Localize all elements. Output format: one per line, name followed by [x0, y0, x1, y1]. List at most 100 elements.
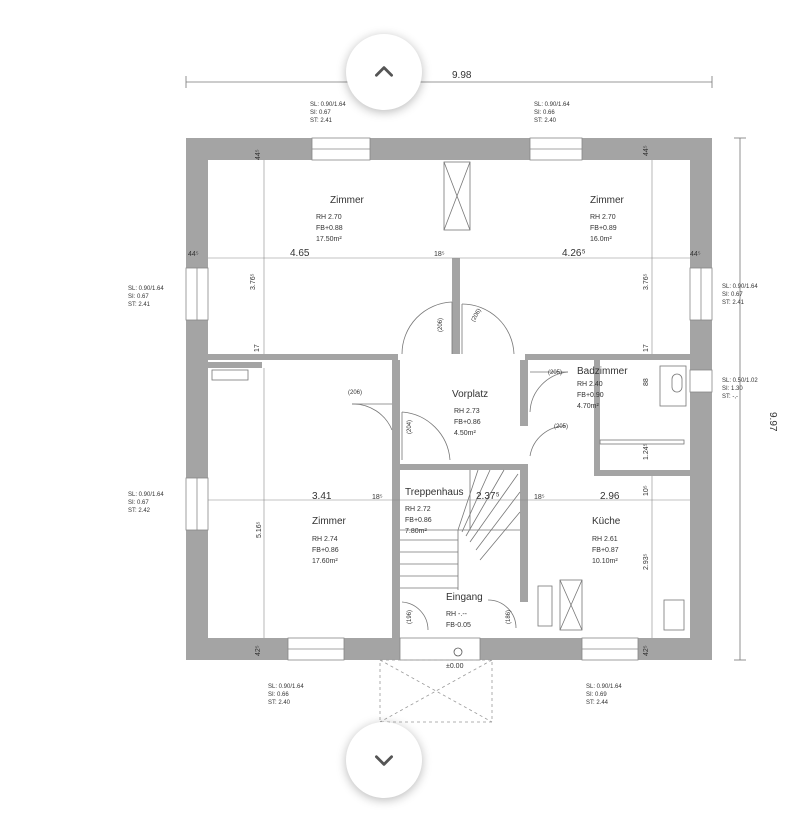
- svg-text:10.10m²: 10.10m²: [592, 558, 618, 565]
- svg-text:4.70m²: 4.70m²: [577, 403, 599, 410]
- svg-text:9.97: 9.97: [767, 412, 778, 432]
- svg-text:SL: 0.90/1.64: SL: 0.90/1.64: [534, 102, 570, 108]
- svg-text:SI: 0.69: SI: 0.69: [586, 692, 607, 698]
- room-vorplatz: Vorplatz RH 2.73 FB+0.86 4.50m²: [452, 389, 488, 437]
- svg-text:ST: 2.40: ST: 2.40: [268, 700, 291, 706]
- svg-text:FB+0.86: FB+0.86: [405, 517, 432, 524]
- dimension-labels: 9.98 9.97 4.65 4.26⁵ 18⁵ 3.76⁵ 3.76⁵ 44⁵…: [188, 70, 778, 670]
- svg-text:2.37⁵: 2.37⁵: [476, 491, 500, 502]
- svg-text:10⁵: 10⁵: [643, 485, 650, 496]
- svg-text:18⁵: 18⁵: [534, 494, 545, 501]
- room-eingang: Eingang RH -.-- FB-0.05: [446, 592, 483, 629]
- svg-text:RH 2.40: RH 2.40: [577, 381, 603, 388]
- svg-text:FB+0.88: FB+0.88: [316, 225, 343, 232]
- svg-text:SL: 0.90/1.64: SL: 0.90/1.64: [128, 492, 164, 498]
- svg-text:16.0m²: 16.0m²: [590, 236, 612, 243]
- fixtures: [211, 161, 687, 631]
- window-spec-bottom-left: SL: 0.90/1.64 SI: 0.66 ST: 2.40: [268, 684, 304, 706]
- svg-text:ST: 2.41: ST: 2.41: [722, 300, 745, 306]
- svg-text:17: 17: [254, 344, 261, 352]
- scroll-down-button[interactable]: [346, 722, 422, 798]
- svg-text:SI: 0.66: SI: 0.66: [268, 692, 289, 698]
- svg-text:SL: 0.90/1.64: SL: 0.90/1.64: [586, 684, 622, 690]
- room-treppenhaus: Treppenhaus RH 2.72 FB+0.86 7.80m²: [405, 487, 464, 535]
- svg-text:9.98: 9.98: [452, 70, 472, 81]
- svg-text:17.50m²: 17.50m²: [316, 236, 342, 243]
- svg-text:(206): (206): [438, 318, 444, 332]
- window-spec-top-right: SL: 0.90/1.64 SI: 0.66 ST: 2.40: [534, 102, 570, 124]
- room-kueche: Küche RH 2.61 FB+0.87 10.10m²: [592, 516, 621, 565]
- svg-text:ST: -,-: ST: -,-: [722, 394, 738, 400]
- svg-text:Küche: Küche: [592, 516, 621, 527]
- svg-text:4.26⁵: 4.26⁵: [562, 248, 586, 259]
- svg-text:(205): (205): [548, 370, 562, 376]
- window-spec-bottom-right: SL: 0.90/1.64 SI: 0.69 ST: 2.44: [586, 684, 622, 706]
- svg-text:4.50m²: 4.50m²: [454, 430, 476, 437]
- svg-text:ST: 2.42: ST: 2.42: [128, 508, 151, 514]
- window-spec-right-top: SL: 0.90/1.64 SI: 0.67 ST: 2.41: [722, 284, 758, 306]
- svg-text:SI: 0.67: SI: 0.67: [128, 294, 149, 300]
- svg-text:4.65: 4.65: [290, 248, 310, 259]
- svg-text:FB-0.05: FB-0.05: [446, 622, 471, 629]
- scroll-up-button[interactable]: [346, 34, 422, 110]
- svg-text:RH 2.72: RH 2.72: [405, 506, 431, 513]
- svg-text:2.96: 2.96: [600, 491, 620, 502]
- svg-text:SL: 0.90/1.64: SL: 0.90/1.64: [128, 286, 164, 292]
- entrance-canopy: [379, 659, 493, 723]
- svg-text:FB+0.87: FB+0.87: [592, 547, 619, 554]
- svg-text:SI: 0.67: SI: 0.67: [310, 110, 331, 116]
- room-zimmer-sw: Zimmer RH 2.74 FB+0.86 17.60m²: [312, 516, 347, 565]
- window-spec-top-left: SL: 0.90/1.64 SI: 0.67 ST: 2.41: [310, 102, 346, 124]
- svg-text:Zimmer: Zimmer: [590, 195, 625, 206]
- svg-text:3.41: 3.41: [312, 491, 332, 502]
- svg-text:Zimmer: Zimmer: [312, 516, 347, 527]
- dimension-lines: [185, 76, 746, 661]
- svg-text:SL: 0.90/1.64: SL: 0.90/1.64: [268, 684, 304, 690]
- svg-text:44⁵: 44⁵: [643, 145, 650, 156]
- chevron-down-icon: [375, 755, 393, 766]
- svg-text:FB+0.86: FB+0.86: [454, 419, 481, 426]
- windows: [185, 137, 713, 661]
- svg-text:SI: 0.67: SI: 0.67: [128, 500, 149, 506]
- svg-text:3.76⁵: 3.76⁵: [643, 273, 650, 290]
- svg-text:5.16⁵: 5.16⁵: [256, 521, 263, 538]
- svg-text:Zimmer: Zimmer: [330, 195, 365, 206]
- window-spec-right-bad: SL: 0.50/1.02 SI: 1.30 ST: -,-: [722, 378, 758, 400]
- svg-text:SL: 0.50/1.02: SL: 0.50/1.02: [722, 378, 758, 384]
- svg-text:SI: 0.67: SI: 0.67: [722, 292, 743, 298]
- svg-text:42⁵: 42⁵: [255, 645, 262, 656]
- room-bad: Badzimmer RH 2.40 FB+0.90 4.70m²: [577, 366, 628, 410]
- interior-walls: [208, 258, 690, 638]
- svg-text:(205): (205): [554, 424, 568, 430]
- svg-text:RH -.--: RH -.--: [446, 611, 468, 618]
- svg-text:FB+0.90: FB+0.90: [577, 392, 604, 399]
- interior-dimension-lines: [208, 160, 690, 638]
- svg-text:RH 2.70: RH 2.70: [316, 214, 342, 221]
- svg-text:18⁵: 18⁵: [434, 251, 445, 258]
- svg-text:Badzimmer: Badzimmer: [577, 366, 628, 377]
- svg-text:(204): (204): [407, 420, 413, 434]
- svg-text:42⁵: 42⁵: [643, 645, 650, 656]
- svg-text:ST: 2.40: ST: 2.40: [534, 118, 557, 124]
- svg-text:SI: 1.30: SI: 1.30: [722, 386, 743, 392]
- room-zimmer-nw: Zimmer RH 2.70 FB+0.88 17.50m²: [316, 195, 365, 243]
- svg-text:18⁵: 18⁵: [372, 494, 383, 501]
- svg-text:44⁵: 44⁵: [188, 251, 199, 258]
- window-spec-left-top: SL: 0.90/1.64 SI: 0.67 ST: 2.41: [128, 286, 164, 308]
- chevron-up-icon: [375, 66, 393, 77]
- svg-text:RH 2.73: RH 2.73: [454, 408, 480, 415]
- svg-text:Vorplatz: Vorplatz: [452, 389, 488, 400]
- svg-text:(186): (186): [506, 610, 512, 624]
- svg-text:RH 2.74: RH 2.74: [312, 536, 338, 543]
- svg-text:88: 88: [643, 378, 650, 386]
- room-zimmer-ne: Zimmer RH 2.70 FB+0.89 16.0m²: [590, 195, 625, 243]
- svg-text:44⁵: 44⁵: [690, 251, 701, 258]
- window-spec-left-bottom: SL: 0.90/1.64 SI: 0.67 ST: 2.42: [128, 492, 164, 514]
- svg-text:(196): (196): [407, 610, 413, 624]
- svg-text:2.93⁵: 2.93⁵: [643, 553, 650, 570]
- svg-text:RH 2.61: RH 2.61: [592, 536, 618, 543]
- svg-text:ST: 2.44: ST: 2.44: [586, 700, 609, 706]
- svg-text:Treppenhaus: Treppenhaus: [405, 487, 464, 498]
- svg-text:(206): (206): [471, 308, 483, 323]
- door-swings: [351, 301, 569, 631]
